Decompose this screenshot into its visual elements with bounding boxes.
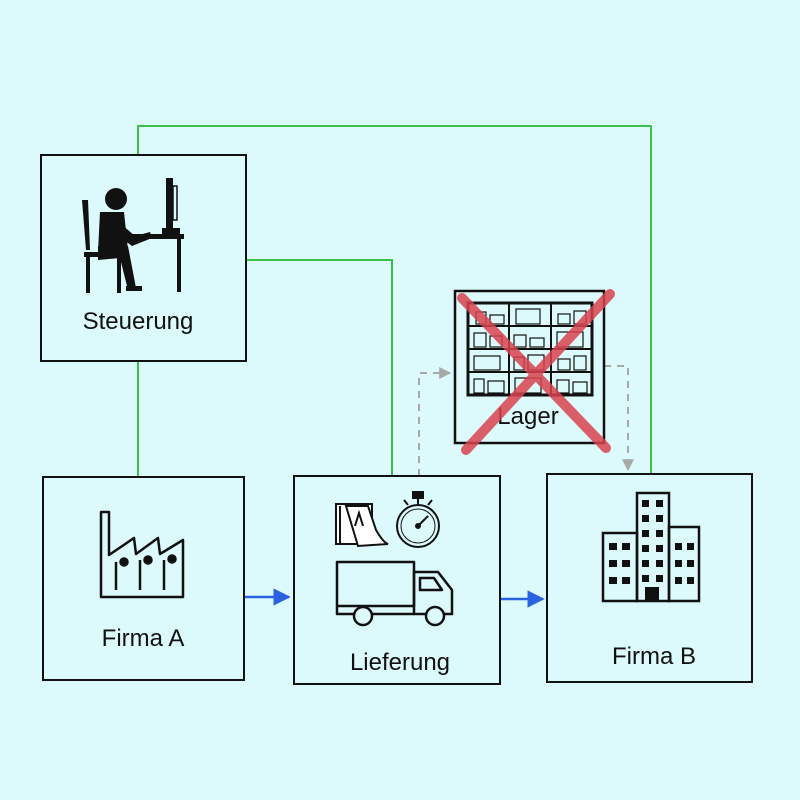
- truck-icon: [335, 560, 454, 627]
- node-steuerung-label: Steuerung: [83, 308, 194, 335]
- node-firma-b: Firma B: [546, 473, 753, 683]
- flow-arrows: [244, 588, 545, 608]
- office-building-icon: [601, 491, 701, 603]
- cross-out-icon: [457, 289, 615, 455]
- control-line-steuerung-to-firma-b: [137, 125, 652, 475]
- factory-icon: [99, 510, 185, 599]
- node-lieferung: Lieferung: [293, 475, 501, 685]
- stopwatch-icon: [396, 491, 440, 548]
- calendar-icon: [335, 503, 389, 548]
- arrow-lager-to-firma-b: [604, 365, 634, 472]
- control-lines: [137, 125, 652, 477]
- node-firma-a: Firma A: [42, 476, 245, 681]
- node-lieferung-label: Lieferung: [350, 649, 450, 676]
- node-firma-a-label: Firma A: [102, 625, 185, 652]
- storage-arrows: [418, 365, 634, 476]
- person-at-computer-icon: [82, 178, 184, 293]
- warehouse-shelves-icon: [466, 301, 594, 397]
- node-firma-b-label: Firma B: [612, 643, 696, 670]
- node-lager: Lager: [453, 289, 615, 455]
- arrow-lieferung-to-lager: [418, 367, 452, 476]
- control-line-steuerung-to-lieferung: [246, 259, 393, 476]
- node-steuerung: Steuerung: [40, 154, 247, 362]
